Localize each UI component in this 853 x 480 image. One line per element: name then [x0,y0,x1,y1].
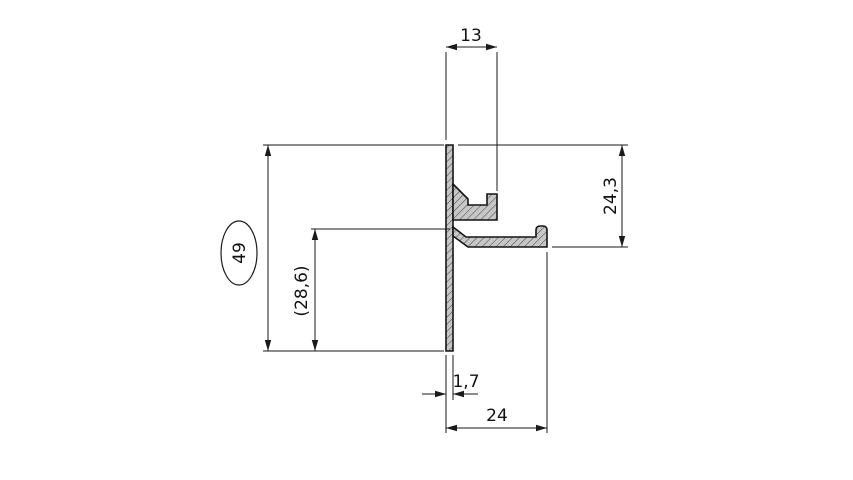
arrowhead [618,236,626,247]
arrowhead [435,390,446,398]
profile-upper-hook [452,182,498,221]
dimension-label: 24 [486,406,508,426]
dimension-aux-height: (28,6) [292,228,450,351]
dimension-label: 1,7 [452,372,479,392]
arrowhead [264,340,272,351]
dimension-label: 13 [460,26,482,46]
arrowhead [536,424,547,432]
dimension-bottom-width: 24 [445,252,548,433]
arrowhead [311,340,319,351]
dimension-label: (28,6) [292,265,312,316]
dimension-balloon-oval [220,220,258,286]
dimension-right-height: 24,3 [458,144,628,248]
arrowhead [453,390,464,398]
arrowhead [618,145,626,156]
arrowhead [446,424,457,432]
dimension-top-width: 13 [445,26,498,191]
arrowhead [264,145,272,156]
dimension-wall-thickness: 1,7 [422,355,480,400]
arrowhead [486,43,497,51]
profile-lower-arm [452,225,548,248]
profile-web [445,144,454,352]
arrowhead [446,43,457,51]
profile-cross-section [445,144,548,352]
arrowhead [311,229,319,240]
dimension-overall-height: 49 [220,144,444,352]
dimension-label: 49 [230,242,250,264]
dimension-label: 24,3 [601,177,621,215]
